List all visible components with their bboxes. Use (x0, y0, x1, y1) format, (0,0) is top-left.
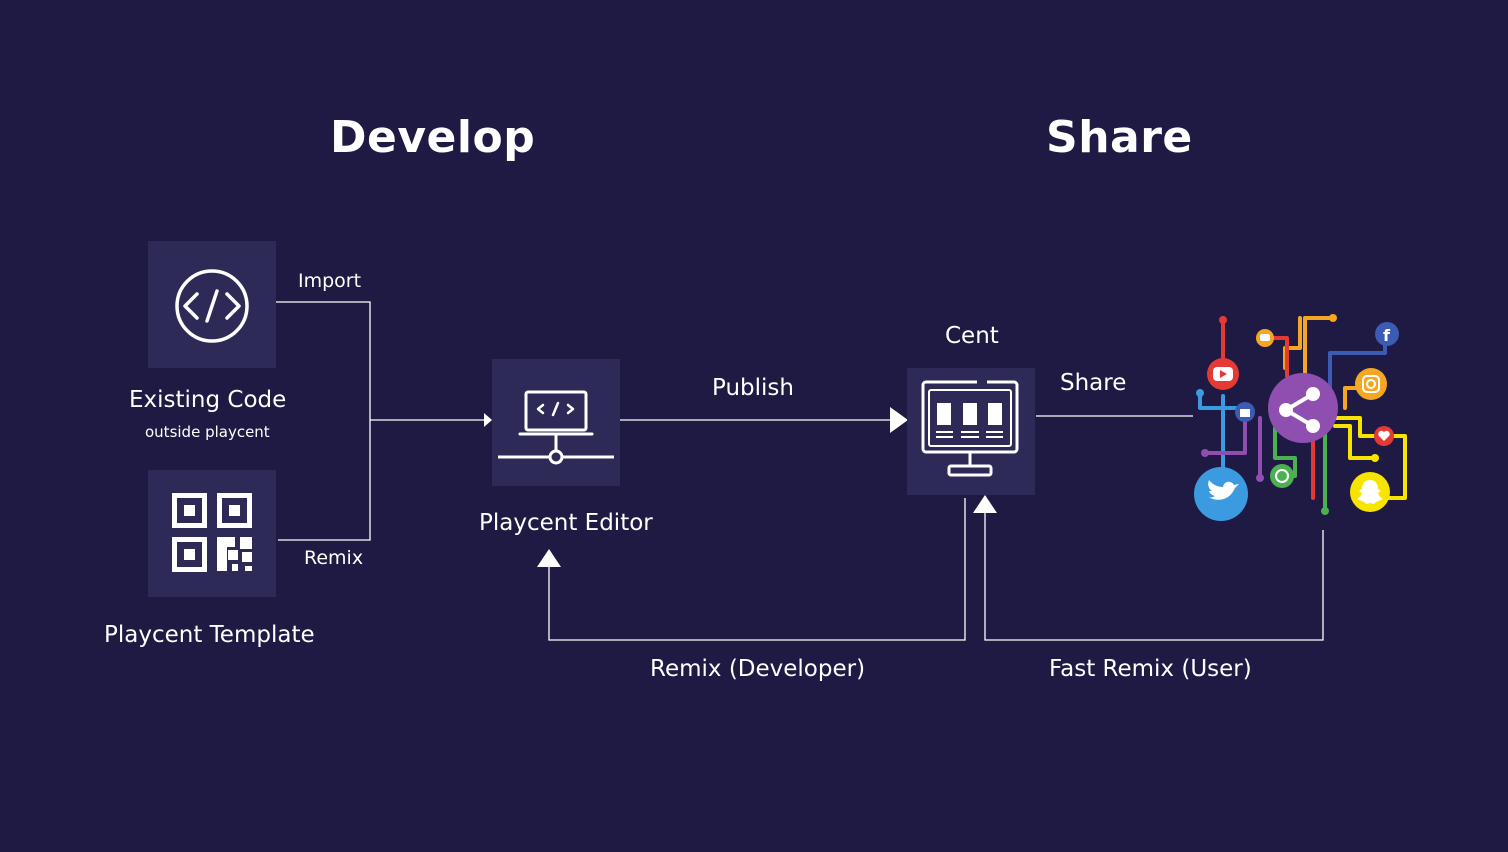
develop-heading: Develop (330, 112, 536, 163)
publish-label: Publish (712, 375, 794, 401)
social-network-icon: f (1194, 314, 1407, 521)
fast-remix-user-line (984, 513, 1324, 641)
existing-code-node (148, 241, 276, 368)
cent-title: Cent (945, 323, 999, 349)
remix-label: Remix (304, 547, 364, 569)
cent-node (907, 368, 1035, 495)
template-title: Playcent Template (104, 622, 315, 648)
import-label: Import (298, 270, 362, 292)
remix-developer-label: Remix (Developer) (650, 656, 866, 682)
svg-text:f: f (1383, 326, 1391, 345)
share-heading: Share (1046, 112, 1193, 163)
facebook-icon (1375, 322, 1399, 346)
remix-developer-line (548, 498, 966, 641)
arrow-remix-developer (537, 549, 561, 567)
share-label: Share (1060, 370, 1127, 396)
existing-code-title: Existing Code (129, 387, 287, 413)
code-icon (175, 269, 249, 343)
arrow-fast-remix (973, 495, 997, 513)
arrow-to-editor (484, 413, 492, 427)
arrow-publish (890, 407, 908, 433)
laptop-network-icon (498, 390, 614, 465)
editor-node (492, 359, 620, 486)
template-node (148, 470, 276, 597)
monitor-icon (921, 380, 1019, 477)
whatsapp-icon (1270, 464, 1294, 488)
import-remix-bracket (276, 301, 371, 541)
existing-code-subtitle: outside playcent (145, 423, 270, 441)
instagram-icon (1355, 368, 1387, 400)
editor-title: Playcent Editor (479, 510, 653, 536)
share-hub-icon (1268, 373, 1338, 443)
fast-remix-user-label: Fast Remix (User) (1049, 656, 1252, 682)
qr-code-icon (172, 493, 252, 572)
